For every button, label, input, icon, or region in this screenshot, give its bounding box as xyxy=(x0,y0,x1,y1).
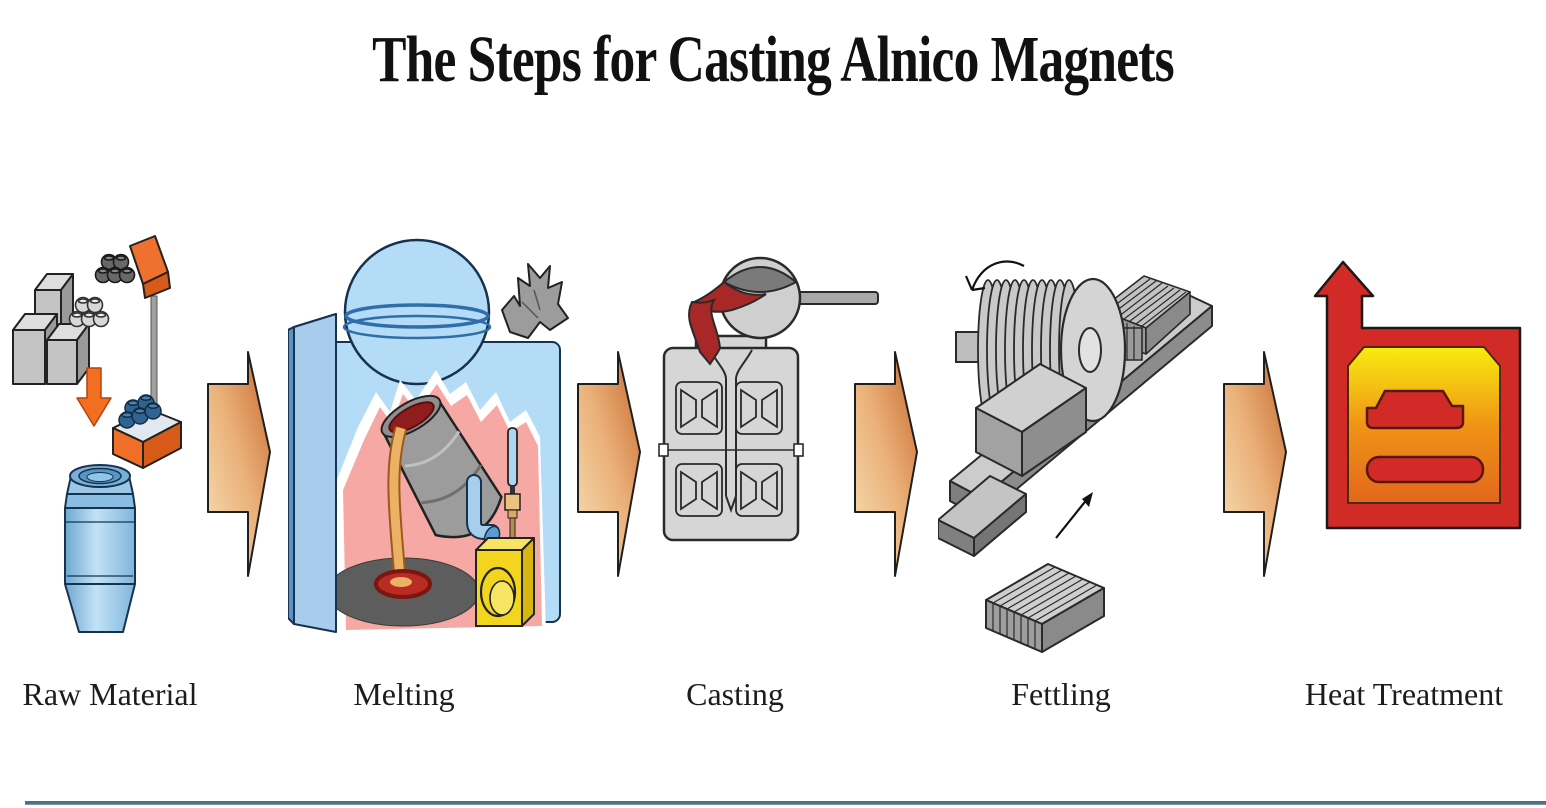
melting-illustration xyxy=(288,238,569,636)
scrap-metal-icon xyxy=(501,263,569,339)
rotation-arrow-icon xyxy=(964,260,1025,292)
feed-arrow-icon xyxy=(1055,492,1093,539)
metal-ingots-icon xyxy=(12,273,90,385)
magnet-in-furnace xyxy=(1365,389,1465,430)
step-label-casting: Casting xyxy=(686,676,784,712)
bottom-divider xyxy=(25,801,1546,805)
casting-mold-icon xyxy=(658,334,804,542)
weighing-scale-icon xyxy=(112,235,182,469)
ribbed-block-icon xyxy=(1099,275,1191,361)
step-arrow xyxy=(577,351,641,577)
molten-stream xyxy=(688,298,722,366)
step-label-raw-material: Raw Material xyxy=(22,676,198,712)
step-arrow xyxy=(207,351,271,577)
page-title-text: The Steps for Casting Alnico Magnets xyxy=(372,23,1175,96)
ladle-handle xyxy=(797,291,879,305)
work-block-icon xyxy=(975,363,1087,477)
pump-unit-icon xyxy=(466,427,535,627)
heat-treatment-illustration xyxy=(1313,260,1522,530)
heat-furnace-icon xyxy=(1313,260,1522,530)
casting-illustration xyxy=(658,256,879,542)
blue-drum-icon xyxy=(64,464,136,633)
cast-magnet-block-icon xyxy=(985,563,1105,653)
raw-material-illustration xyxy=(12,235,182,633)
thermometer-icon xyxy=(507,427,518,487)
fettling-illustration xyxy=(938,260,1213,653)
down-arrow-icon xyxy=(76,367,112,427)
step-label-heat-treatment: Heat Treatment xyxy=(1304,676,1504,712)
dark-pellets-icon xyxy=(94,253,136,284)
step-label-fettling: Fettling xyxy=(1011,676,1111,712)
furnace-wall-icon xyxy=(288,313,337,633)
molten-stream-core xyxy=(389,426,406,581)
light-pellets-icon xyxy=(68,296,110,328)
magnet-bar xyxy=(1365,455,1485,484)
step-label-melting: Melting xyxy=(353,676,455,712)
pouring-ladle-icon xyxy=(688,256,879,366)
step-arrow xyxy=(1223,351,1287,577)
molten-pool-center xyxy=(390,577,412,587)
blue-pellets-icon xyxy=(118,394,162,429)
page-title: The Steps for Casting Alnico Magnets xyxy=(0,22,1546,98)
step-arrow xyxy=(854,351,918,577)
